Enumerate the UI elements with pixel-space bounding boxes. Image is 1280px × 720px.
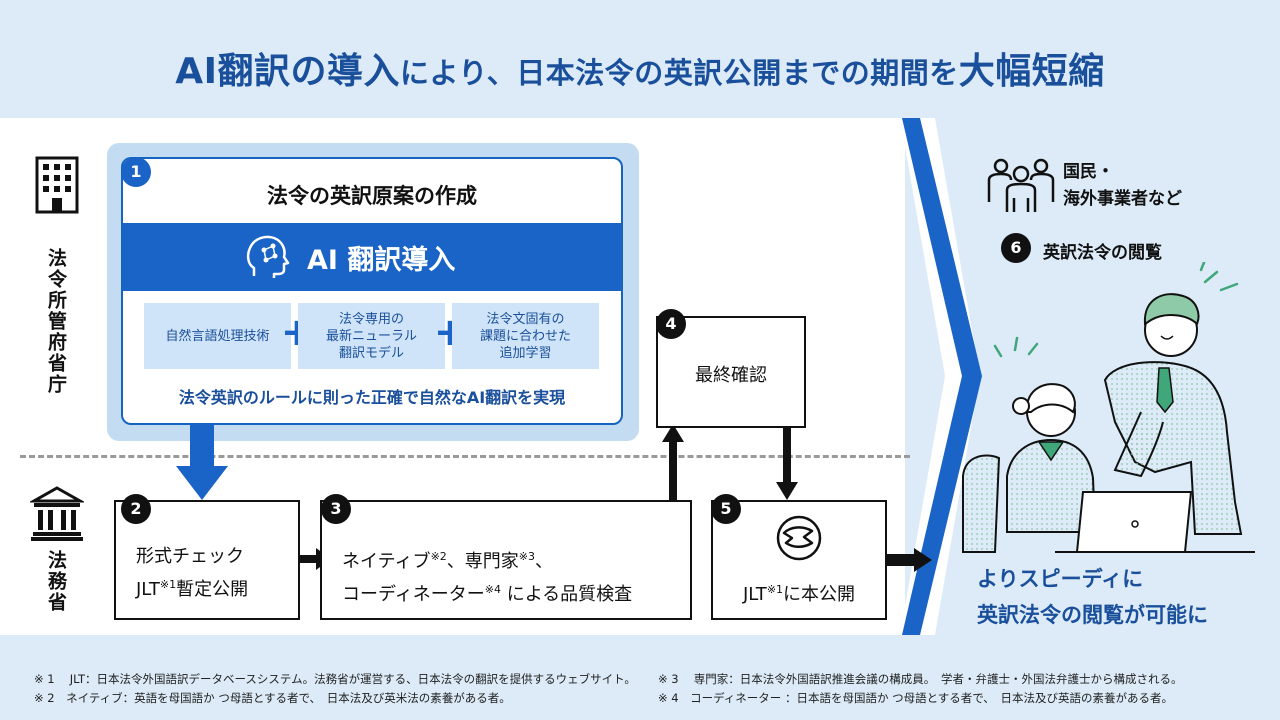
result-text: よりスピーディに 英訳法令の閲覧が可能に bbox=[977, 567, 1208, 627]
step1-number: 1 bbox=[121, 157, 151, 187]
feature-nlp: 自然言語処理技術 bbox=[144, 303, 291, 369]
building-icon bbox=[35, 156, 79, 214]
arrow-down-blue bbox=[176, 424, 228, 500]
footnote-3: ※ 3 専門家：日本法令外国語訳推進会議の構成員。 学者・弁護士・外国法弁護士か… bbox=[658, 672, 1183, 686]
step1-title: 法令の英訳原案の作成 bbox=[267, 184, 477, 208]
arrow-down bbox=[776, 428, 798, 500]
step1-card bbox=[121, 157, 623, 425]
step1-caption: 法令英訳のルールに則った正確で自然なAI翻訳を実現 bbox=[178, 388, 566, 407]
step6-number: 6 bbox=[1001, 233, 1031, 263]
feature-additional-training: 法令文固有の 課題に合わせた 追加学習 bbox=[452, 303, 599, 369]
footnote-1: ※ 1 JLT：日本法令外国語訳データベースシステム。法務省が運営する、日本法令… bbox=[34, 672, 636, 686]
step3-box bbox=[320, 500, 692, 620]
step6-label: 英訳法令の閲覧 bbox=[1043, 243, 1162, 263]
step2-number: 2 bbox=[121, 494, 151, 524]
arrow-up bbox=[662, 424, 684, 502]
audience-label: 国民・ 海外事業者など bbox=[1063, 162, 1182, 209]
actor-divider bbox=[20, 455, 910, 458]
footnote-4: ※ 4 コーディネーター ：日本語を母国語か つ母語とする者で、 日本法及び英語… bbox=[658, 691, 1174, 705]
ai-band bbox=[123, 223, 621, 291]
feature-nmt: 法令専用の 最新ニューラル 翻訳モデル bbox=[298, 303, 445, 369]
people-icon bbox=[987, 158, 1055, 212]
courthouse-icon bbox=[30, 486, 84, 541]
step2-text: 形式チェック JLT※1暫定公開 bbox=[136, 546, 249, 600]
step4-number: 4 bbox=[656, 309, 686, 339]
moj-label: 法務省 bbox=[45, 550, 67, 613]
ai-label: AI 翻訳導入 bbox=[307, 245, 456, 276]
flow-chevron bbox=[900, 118, 982, 635]
arrow-right bbox=[886, 548, 932, 572]
step5-number: 5 bbox=[711, 494, 741, 524]
step3-number: 3 bbox=[321, 494, 351, 524]
step5-text: JLT※1に本公開 bbox=[742, 583, 856, 605]
ai-head-icon bbox=[246, 235, 290, 278]
ministry-label: 法令所管府省庁 bbox=[45, 248, 67, 395]
page-title: AI翻訳の導入により、日本法令の英訳公開までの期間を大幅短縮 bbox=[175, 51, 1105, 92]
footnote-2: ※ 2 ネイティブ：英語を母国語か つ母語とする者で、 日本法及び英米法の素養が… bbox=[34, 691, 511, 705]
people-laptop-illustration bbox=[962, 262, 1255, 553]
step4-label: 最終確認 bbox=[695, 365, 767, 386]
jlt-logo-icon bbox=[776, 515, 822, 561]
step3-text: ネイティブ※2、専門家※3、 コーディネーター※4 による品質検査 bbox=[342, 550, 633, 605]
